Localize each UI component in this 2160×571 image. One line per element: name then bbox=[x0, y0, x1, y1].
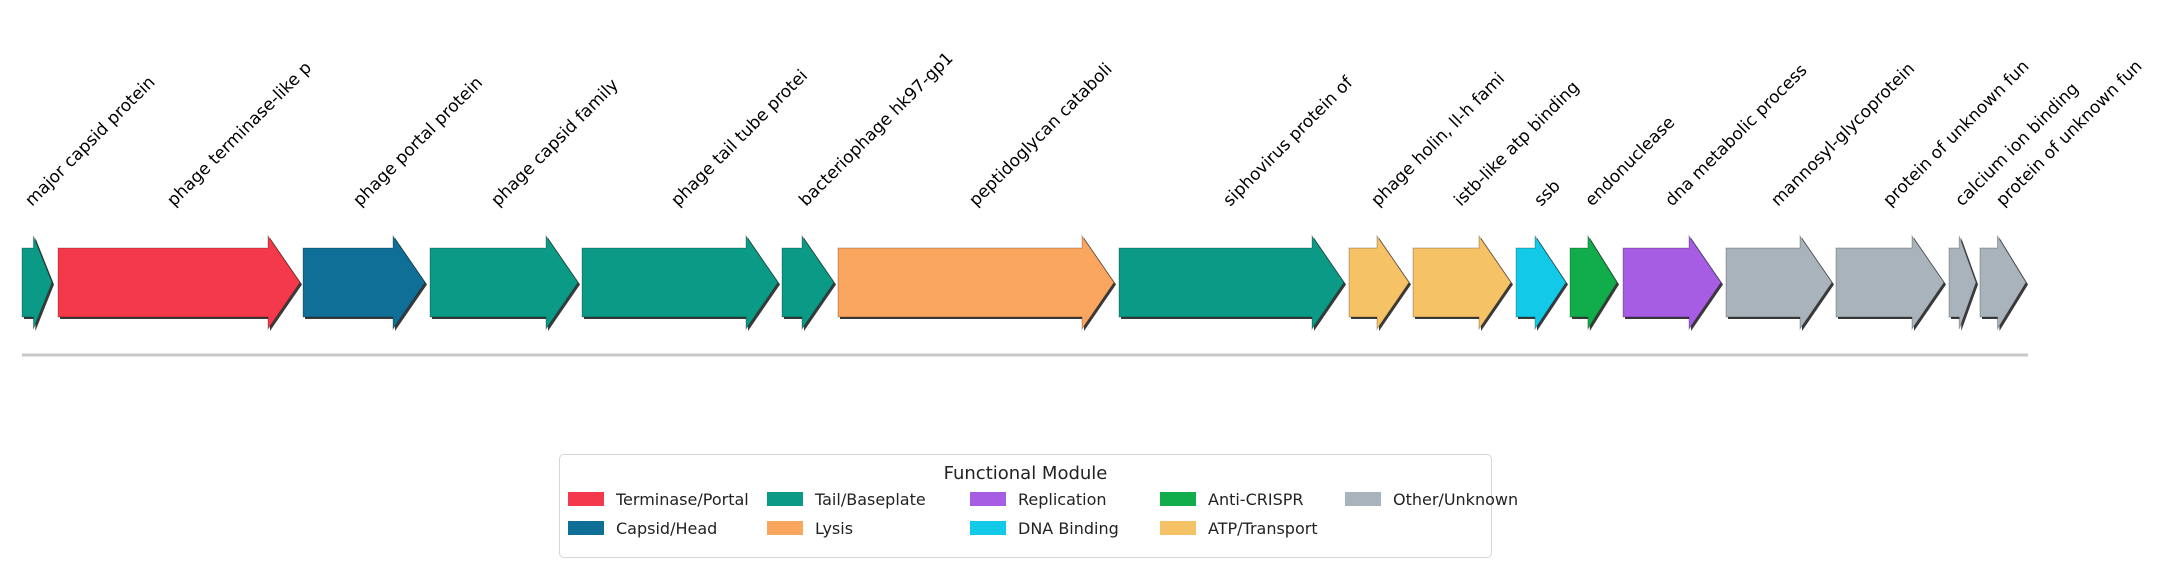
gene-arrow-6 bbox=[781, 234, 835, 331]
legend-label: ATP/Transport bbox=[1208, 518, 1318, 538]
gene-label-11: ssb bbox=[1530, 176, 1564, 210]
legend-entry-anti-crispr: Anti-CRISPR bbox=[1160, 488, 1304, 510]
legend-label: DNA Binding bbox=[1018, 518, 1119, 538]
gene-arrow-7 bbox=[837, 234, 1115, 331]
legend-swatch bbox=[767, 521, 803, 535]
legend-swatch bbox=[568, 521, 604, 535]
legend-swatch bbox=[568, 492, 604, 506]
gene-arrow-3 bbox=[302, 234, 426, 331]
legend-label: Anti-CRISPR bbox=[1208, 489, 1304, 509]
gene-arrow-4 bbox=[429, 234, 579, 331]
gene-label-6: bacteriophage hk97-gp1 bbox=[795, 48, 957, 210]
legend-swatch bbox=[1160, 521, 1196, 535]
legend-swatch bbox=[1160, 492, 1196, 506]
gene-label-9: phage holin, ll-h fami bbox=[1367, 69, 1509, 211]
legend-swatch bbox=[767, 492, 803, 506]
gene-label-5: phage tail tube protei bbox=[667, 66, 811, 210]
legend-label: Capsid/Head bbox=[616, 518, 718, 538]
gene-arrow-5 bbox=[581, 234, 779, 331]
legend-label: Tail/Baseplate bbox=[815, 489, 926, 509]
legend-title: Functional Module bbox=[943, 463, 1108, 484]
gene-arrow-14 bbox=[1725, 234, 1833, 331]
legend-label: Terminase/Portal bbox=[616, 489, 749, 509]
legend-label: Lysis bbox=[815, 518, 854, 538]
gene-label-2: phage terminase-like p bbox=[163, 58, 316, 211]
legend-entry-replication: Replication bbox=[970, 488, 1107, 510]
legend-label: Other/Unknown bbox=[1393, 489, 1519, 509]
gene-arrow-16 bbox=[1948, 235, 1977, 330]
legend-entry-atp-transport: ATP/Transport bbox=[1160, 517, 1318, 539]
legend-swatch bbox=[1345, 492, 1381, 506]
legend-entry-lysis: Lysis bbox=[767, 517, 853, 539]
legend-label: Replication bbox=[1018, 489, 1107, 509]
legend-entry-capsid-head: Capsid/Head bbox=[568, 517, 717, 539]
legend-entry-other-unknown: Other/Unknown bbox=[1345, 488, 1518, 510]
gene-label-7: peptidoglycan cataboli bbox=[965, 59, 1116, 210]
gene-arrow-12 bbox=[1569, 234, 1618, 331]
gene-arrow-2 bbox=[57, 234, 301, 331]
gene-arrow-10 bbox=[1412, 234, 1512, 331]
gene-arrow-17 bbox=[1979, 234, 2027, 331]
legend-swatch bbox=[970, 492, 1006, 506]
gene-arrow-13 bbox=[1622, 234, 1722, 331]
gene-label-1: major capsid protein bbox=[21, 72, 159, 210]
gene-arrow-8 bbox=[1118, 234, 1345, 331]
gene-arrow-11 bbox=[1515, 234, 1567, 331]
gene-label-4: phage capsid family bbox=[487, 75, 622, 210]
gene-label-8: siphovirus protein of bbox=[1219, 72, 1357, 210]
gene-arrow-1 bbox=[21, 235, 53, 330]
legend-entry-terminase-portal: Terminase/Portal bbox=[568, 488, 749, 510]
legend-swatch bbox=[970, 521, 1006, 535]
gene-arrow-15 bbox=[1835, 234, 1945, 331]
gene-arrow-9 bbox=[1348, 234, 1410, 331]
legend-entry-dna-binding: DNA Binding bbox=[970, 517, 1119, 539]
gene-label-3: phage portal protein bbox=[349, 73, 487, 211]
legend-entry-tail-baseplate: Tail/Baseplate bbox=[767, 488, 926, 510]
